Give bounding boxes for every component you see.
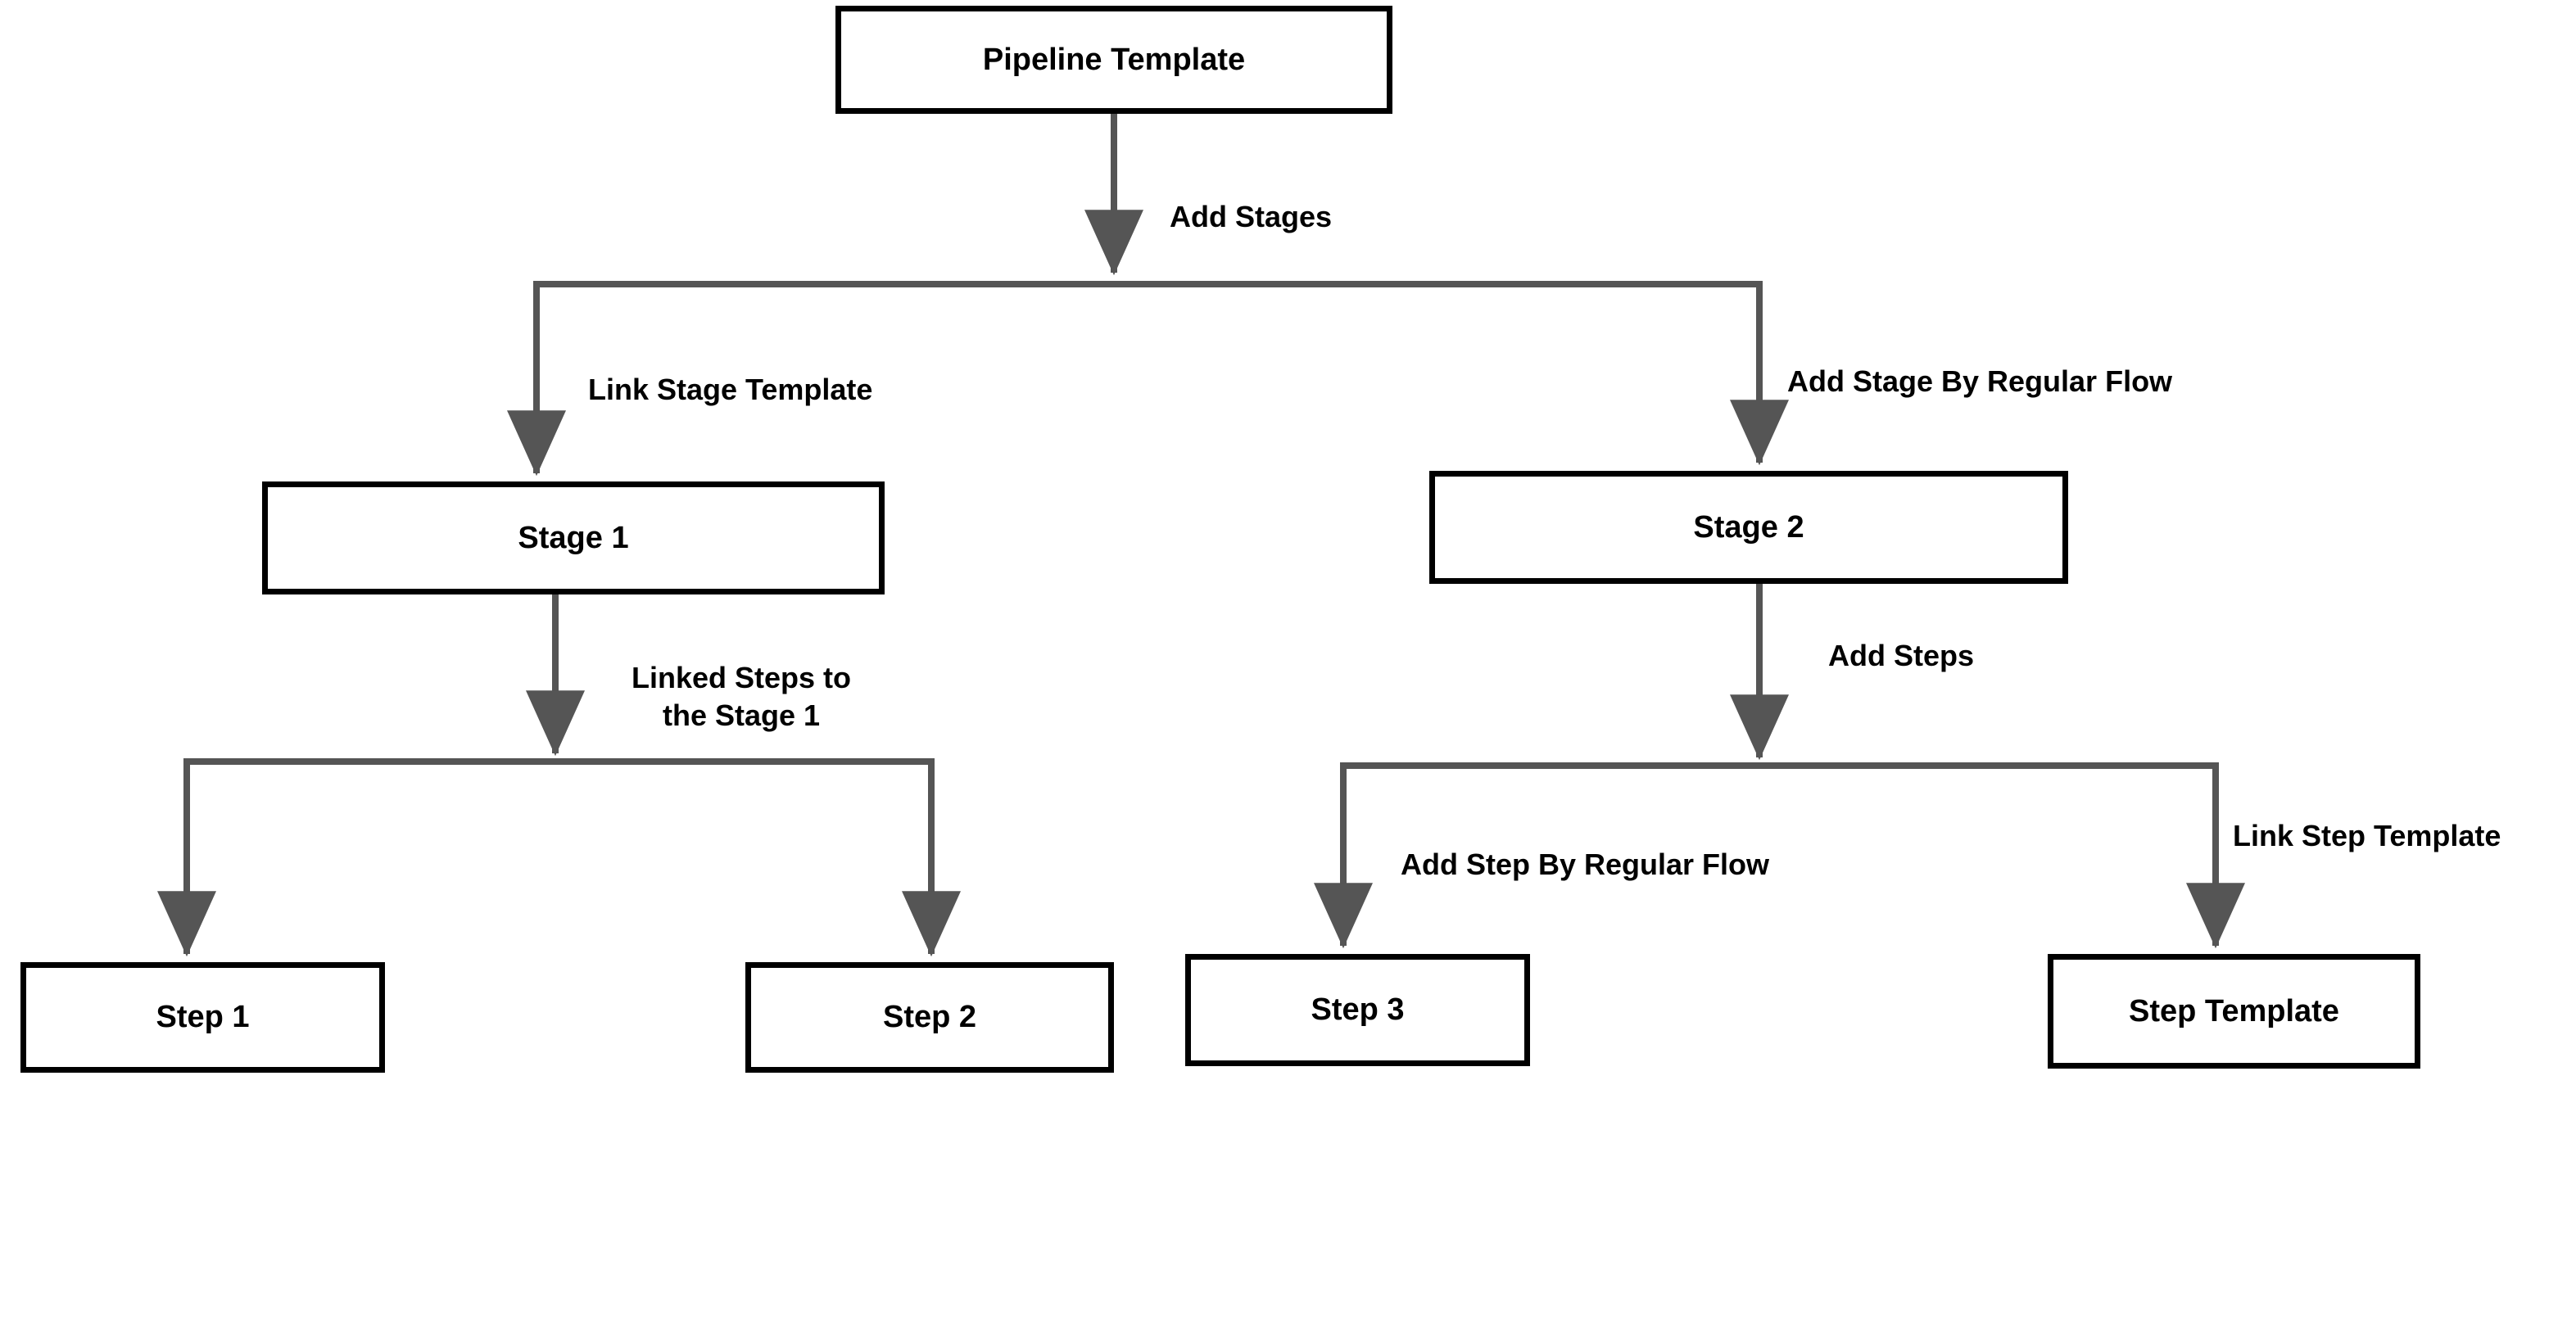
node-pipeline-template[interactable]: Pipeline Template [835, 6, 1392, 114]
node-step-1[interactable]: Step 1 [20, 962, 385, 1073]
node-pipeline-template-label: Pipeline Template [982, 42, 1246, 77]
edge-label-link-stage-template: Link Stage Template [588, 373, 873, 406]
node-stage-2[interactable]: Stage 2 [1429, 471, 2068, 584]
node-step-template-label: Step Template [2129, 993, 2339, 1028]
node-step-3-label: Step 3 [1311, 992, 1405, 1027]
node-step-1-label: Step 1 [156, 1000, 250, 1034]
node-step-template[interactable]: Step Template [2048, 954, 2420, 1069]
edge-label-add-step-by-regular-flow: Add Step By Regular Flow [1401, 848, 1770, 881]
edge-label-add-stages: Add Stages [1170, 200, 1333, 233]
edge-label-add-steps: Add Steps [1828, 639, 1975, 672]
node-step-3[interactable]: Step 3 [1185, 954, 1530, 1066]
node-step-2-label: Step 2 [882, 1000, 977, 1034]
node-stage-1-label: Stage 1 [518, 520, 629, 555]
node-stage-1[interactable]: Stage 1 [262, 481, 885, 594]
edge-label-link-step-template: Link Step Template [2233, 819, 2501, 852]
node-step-2[interactable]: Step 2 [745, 962, 1114, 1073]
node-stage-2-label: Stage 2 [1693, 509, 1804, 545]
edge-label-linked-steps-to-stage-1: Linked Steps to the Stage 1 [631, 661, 852, 732]
edge-label-add-stage-by-regular-flow: Add Stage By Regular Flow [1787, 364, 2173, 398]
